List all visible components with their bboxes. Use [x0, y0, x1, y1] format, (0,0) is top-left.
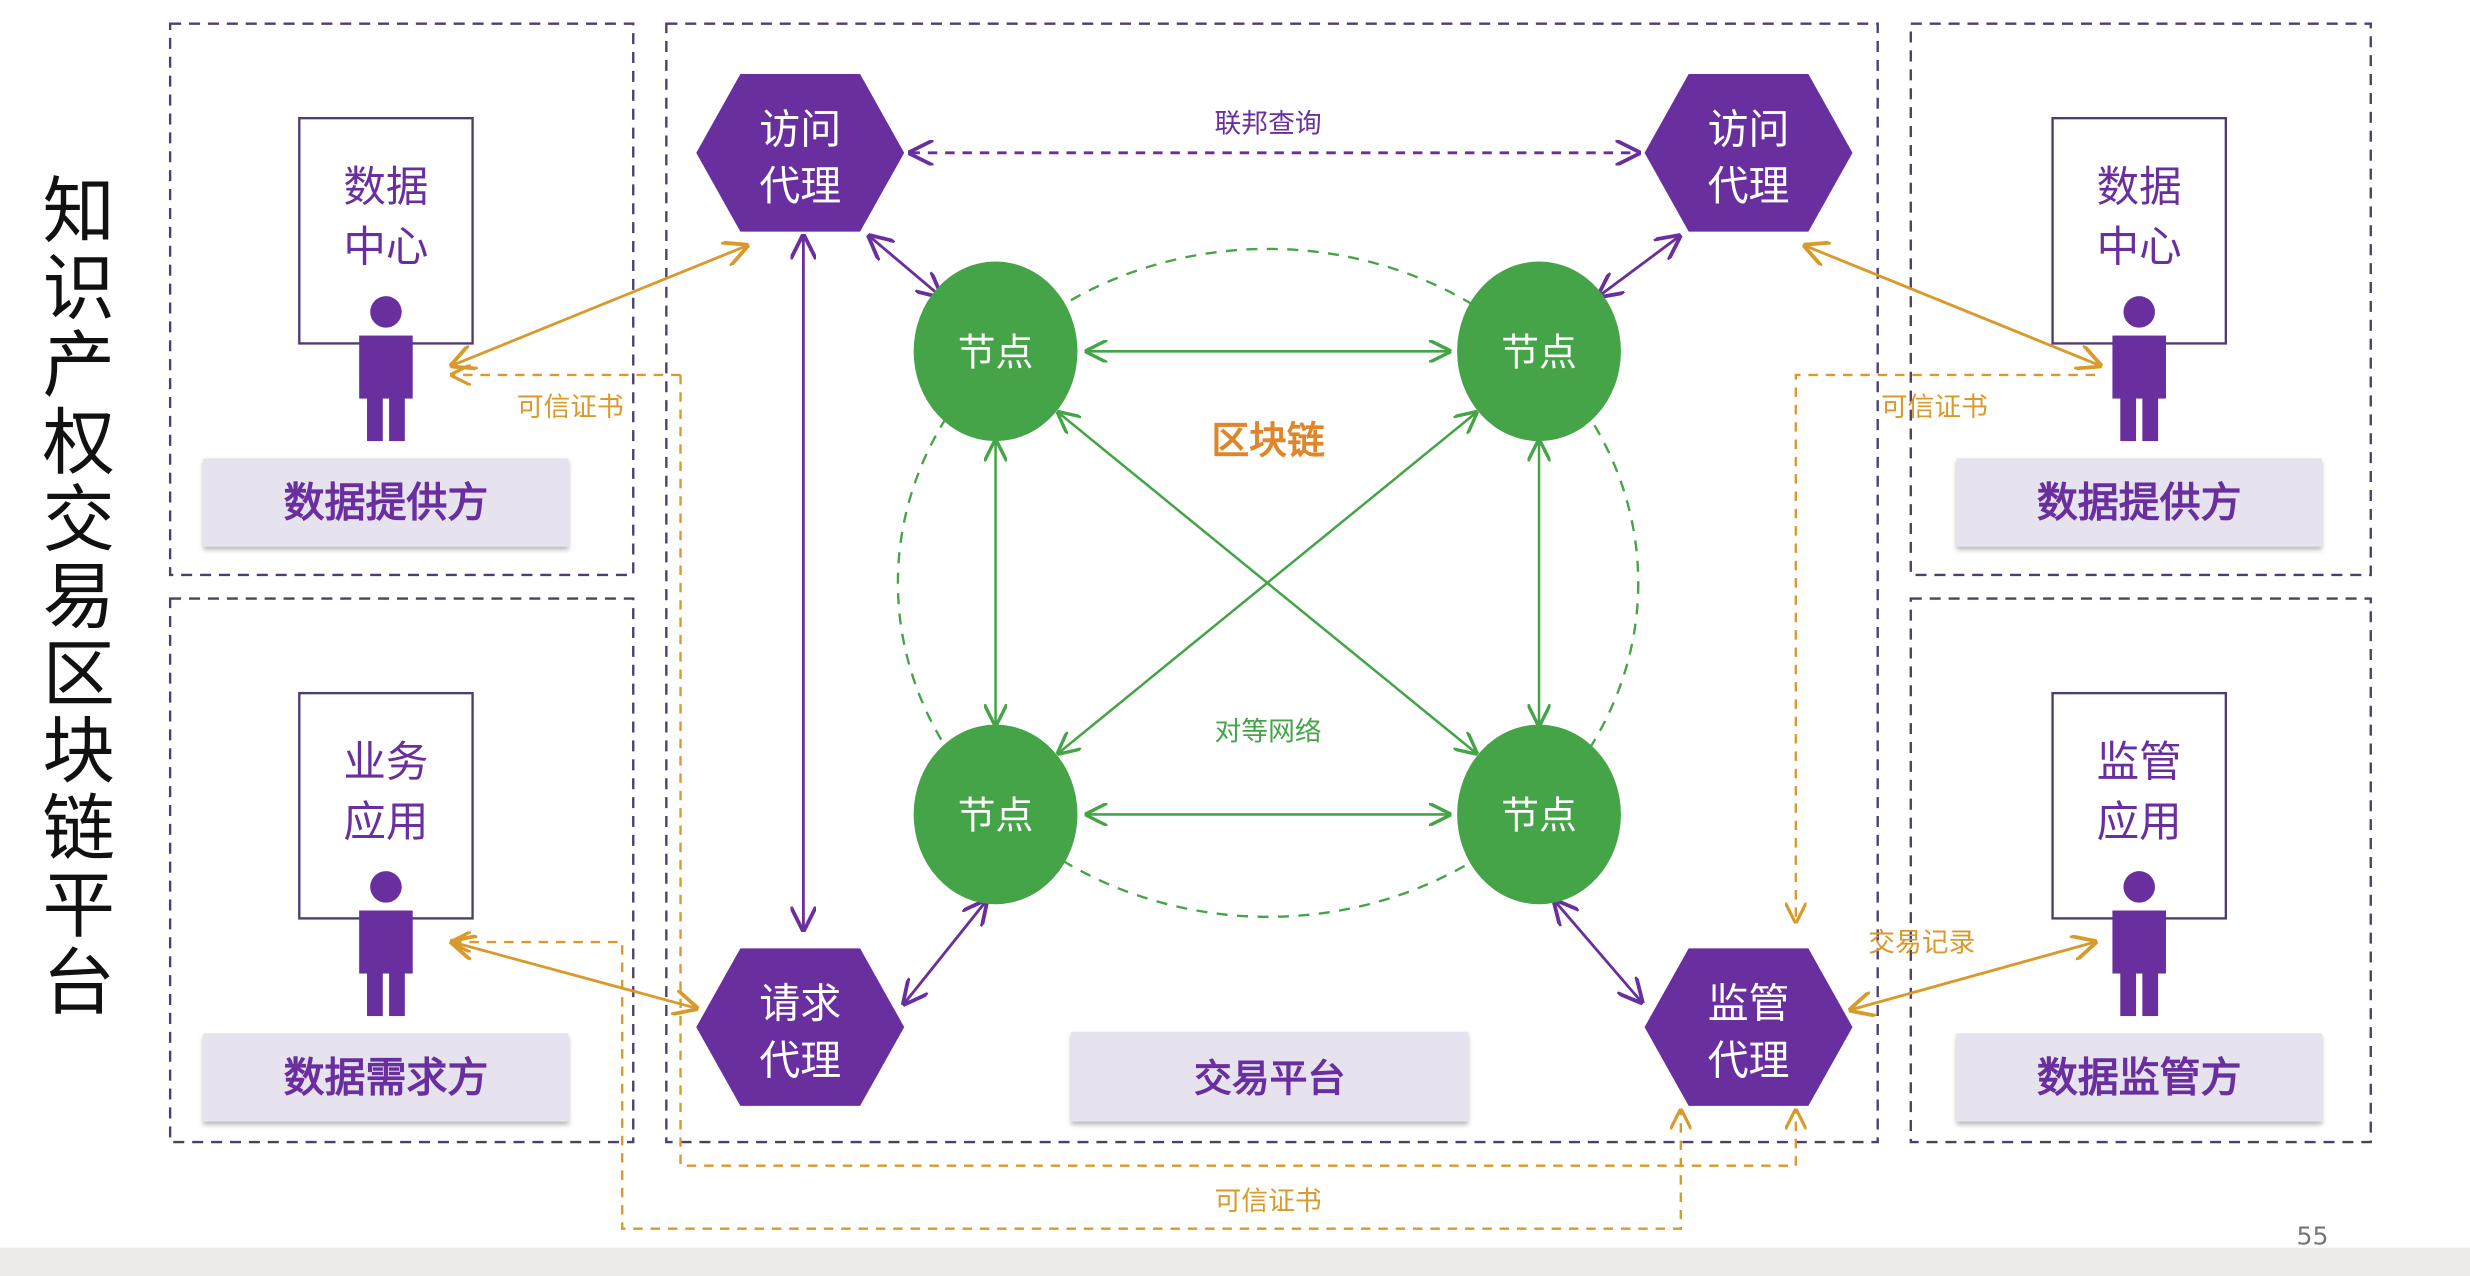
blockchain-node[interactable]: 节点	[913, 261, 1078, 442]
role-label: 数据需求方	[284, 1054, 489, 1102]
person-icon	[359, 871, 413, 1017]
agent-label-line1: 监管	[1708, 980, 1790, 1028]
agent-label-line2: 代理	[1708, 162, 1790, 210]
system-label-line1: 监管	[2097, 739, 2182, 788]
system-label-line2: 中心	[2097, 224, 2182, 273]
title-char: 易	[43, 556, 115, 640]
blockchain-node[interactable]: 节点	[1457, 724, 1621, 905]
platform-label: 交易平台	[1194, 1057, 1345, 1101]
agent-label-line1: 访问	[759, 105, 841, 153]
blockchain-label: 区块链	[1211, 419, 1325, 463]
system-label-line2: 应用	[343, 798, 428, 847]
blockchain-node[interactable]: 节点	[1457, 261, 1621, 442]
cert-route-bottom	[452, 942, 1681, 1230]
agent-label-line2: 代理	[1708, 1036, 1790, 1084]
p2p-label: 对等网络	[1215, 716, 1322, 747]
arrow-supervision-supervisor	[1851, 942, 2095, 1010]
node-label: 节点	[1501, 794, 1577, 838]
agent-label-line1: 访问	[1708, 105, 1790, 153]
federated-query-label: 联邦查询	[1215, 108, 1322, 139]
cert-route-right	[1796, 373, 2096, 922]
footer-bar	[0, 1247, 2470, 1276]
transaction-record-label: 交易记录	[1868, 927, 1975, 958]
title-char: 块	[43, 711, 115, 795]
request-node-arrow	[904, 901, 986, 1003]
arrow-provider-left-access	[452, 246, 747, 366]
node-label: 节点	[958, 794, 1034, 838]
role-label-box	[1956, 1033, 2322, 1122]
cert-label-right: 可信证书	[1881, 392, 1988, 423]
role-label-box	[203, 458, 569, 547]
title-char: 交	[43, 479, 115, 563]
region-right-bottom	[1909, 597, 2372, 1144]
title-char: 知	[43, 170, 115, 254]
blockchain-ring	[896, 247, 1640, 919]
person-icon	[2112, 296, 2166, 442]
agent-label-line1: 请求	[759, 980, 841, 1028]
title-char: 产	[43, 325, 115, 409]
title-char: 台	[43, 942, 115, 1026]
role-label: 数据提供方	[2037, 479, 2242, 527]
region-left-bottom	[168, 597, 635, 1144]
agent-label-line2: 代理	[759, 162, 841, 210]
arrow-demander-request	[452, 942, 696, 1008]
region-platform	[665, 22, 1879, 1144]
node-label: 节点	[958, 330, 1034, 374]
blockchain-node[interactable]: 节点	[913, 724, 1078, 905]
cert-label-left: 可信证书	[517, 392, 624, 423]
role-label: 数据提供方	[284, 479, 489, 527]
page-number: 55	[2296, 1221, 2328, 1250]
title-char: 平	[43, 865, 115, 949]
system-label-line1: 数据	[2097, 164, 2182, 213]
title-char: 链	[43, 788, 115, 872]
system-label-line1: 业务	[343, 739, 428, 788]
cert-label-bottom: 可信证书	[1215, 1186, 1322, 1217]
title-char: 区	[43, 633, 115, 717]
access-right-node-arrow	[1599, 236, 1679, 296]
node-label: 节点	[1501, 330, 1577, 374]
role-label-box	[1956, 458, 2322, 547]
system-label-line2: 中心	[343, 224, 428, 273]
person-icon	[359, 296, 413, 442]
agent-label-line2: 代理	[759, 1036, 841, 1084]
system-label-line2: 应用	[2097, 798, 2182, 847]
platform-label-box	[1071, 1031, 1469, 1122]
supervision-node-arrow	[1555, 901, 1642, 1002]
title-char: 权	[43, 402, 115, 486]
system-label-line1: 数据	[343, 164, 428, 213]
access-left-node-arrow	[870, 236, 941, 296]
title-char: 识	[43, 247, 115, 331]
person-icon	[2112, 871, 2166, 1017]
p2p-arrow-diag-2	[1059, 413, 1476, 753]
arrow-provider-right-access	[1805, 246, 2100, 366]
role-label-box	[203, 1033, 569, 1122]
role-label: 数据监管方	[2037, 1054, 2242, 1102]
